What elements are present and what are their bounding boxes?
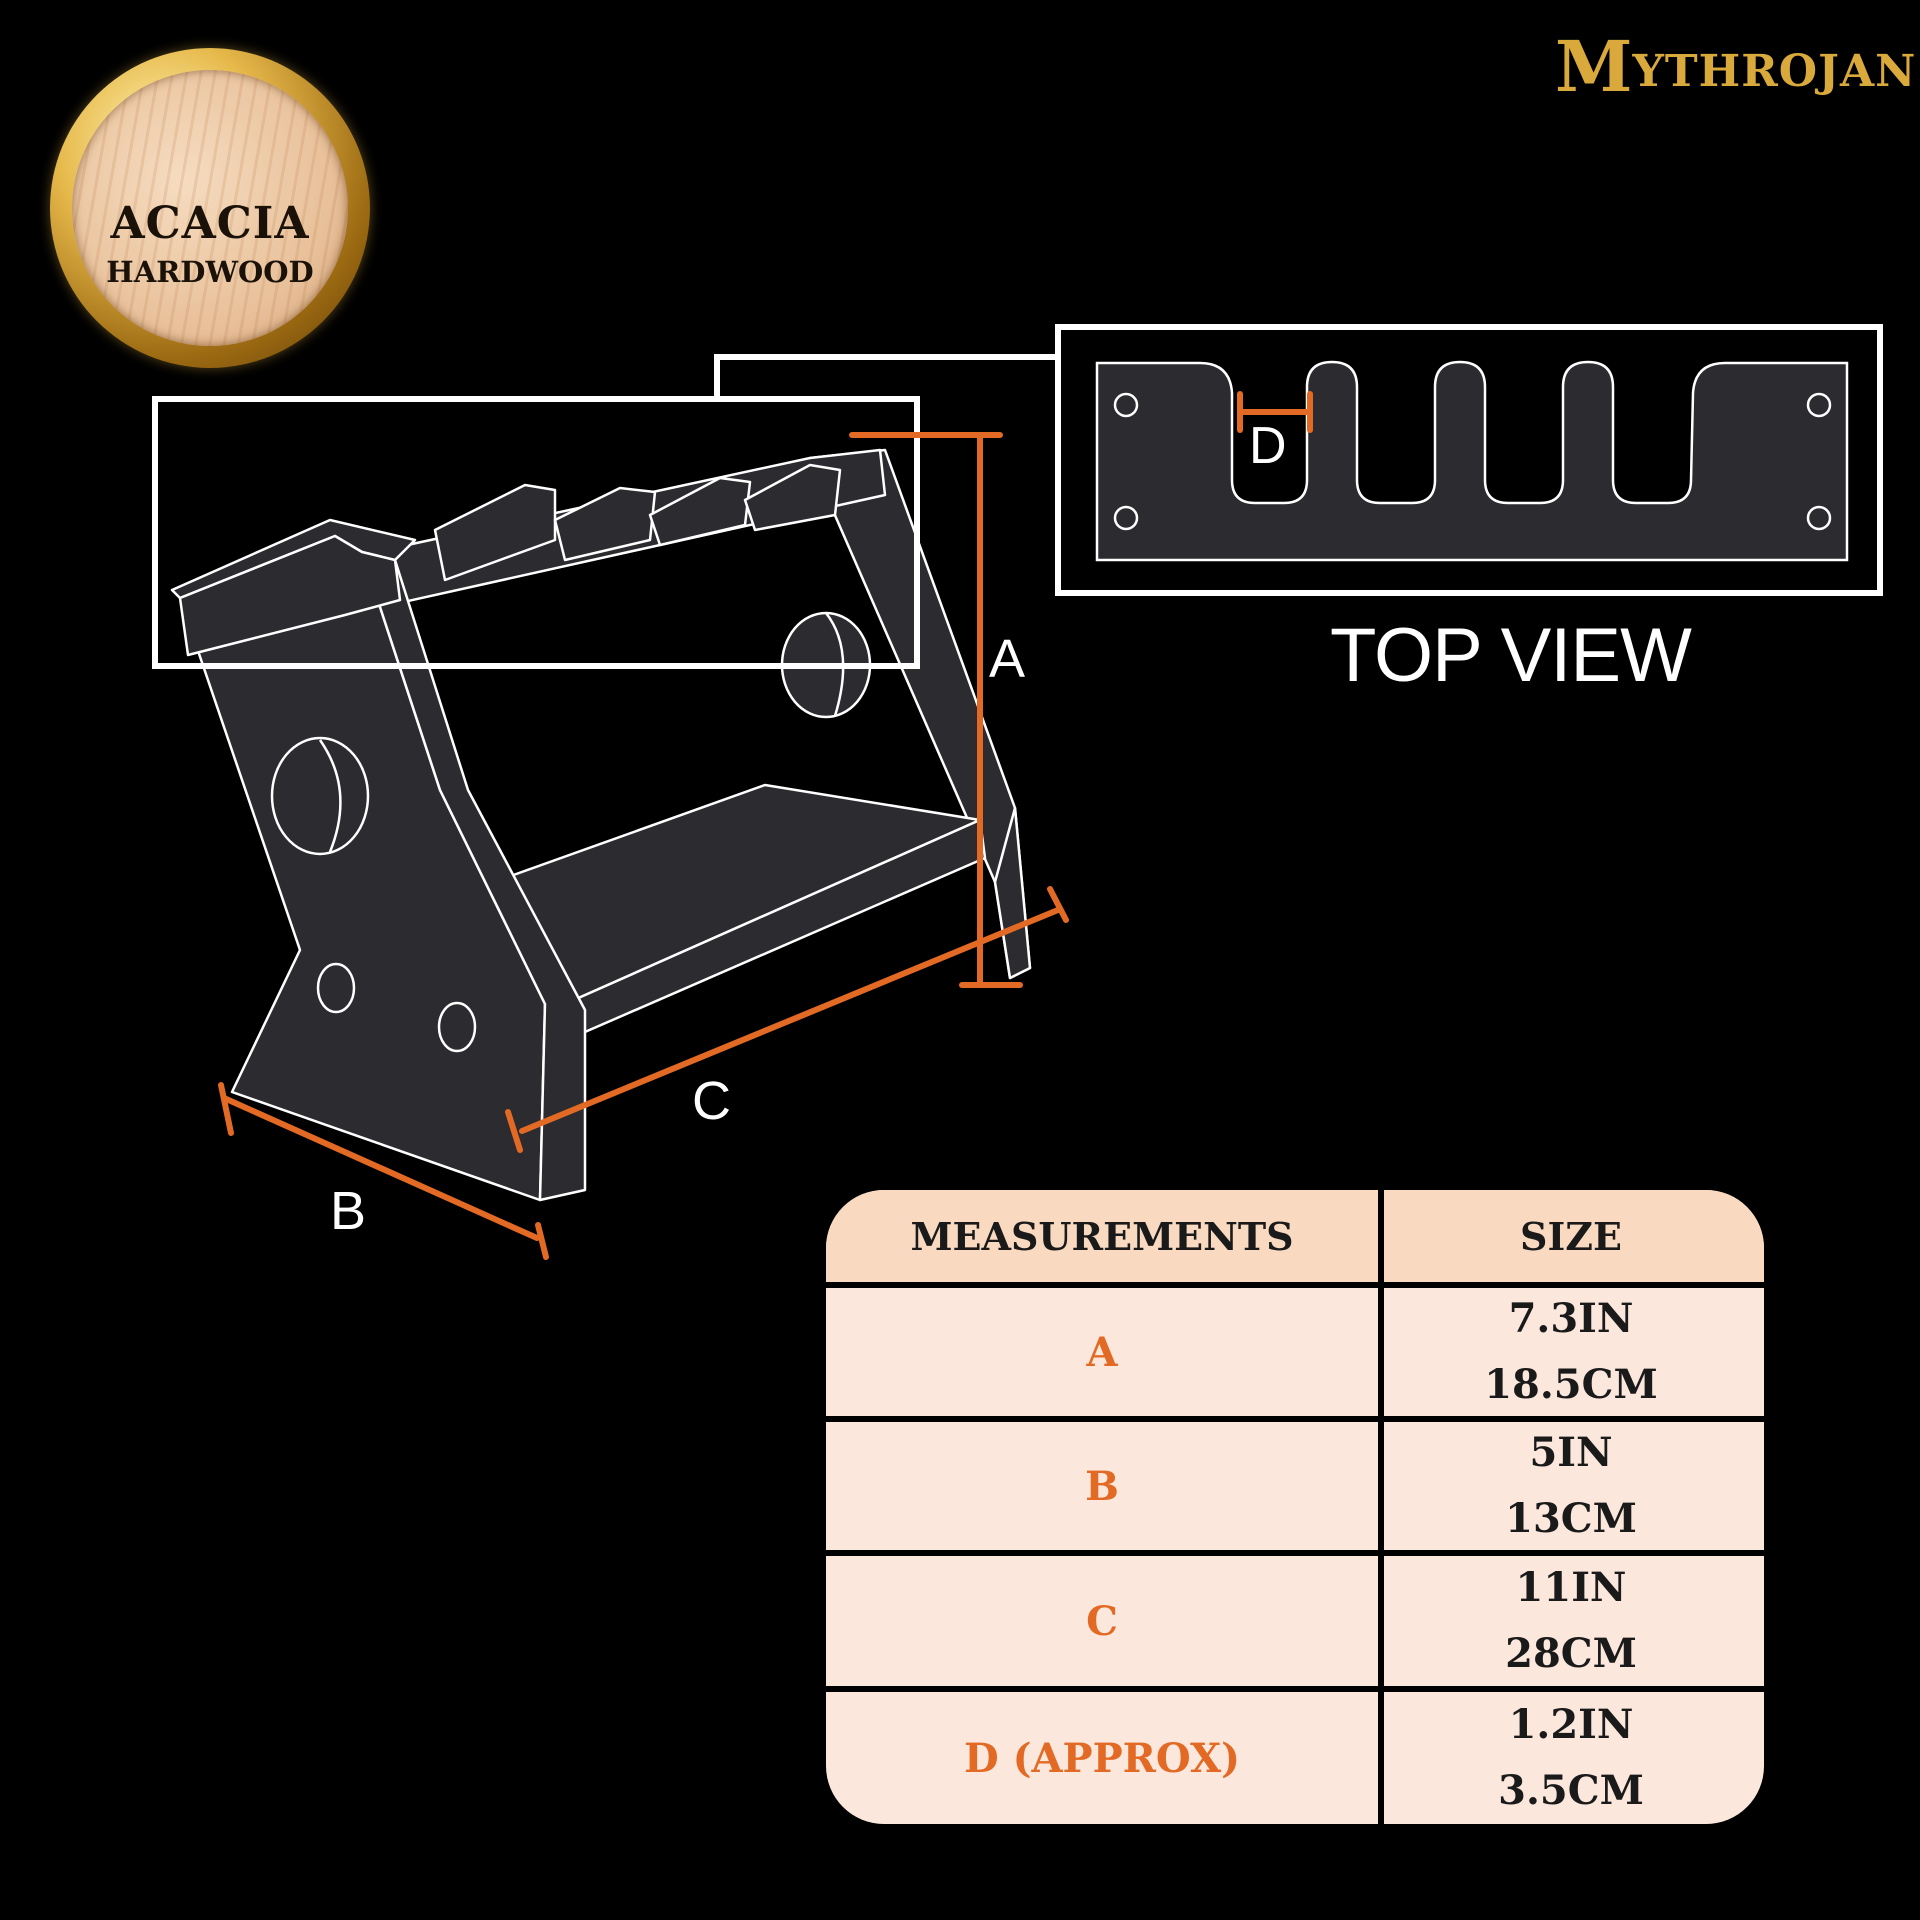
measurement-label: C [1086, 1597, 1118, 1645]
top-view-screw-hole-br [1806, 505, 1832, 531]
header-size: SIZE [1520, 1213, 1622, 1259]
top-view-title: TOP VIEW [1330, 613, 1692, 698]
left-panel-small-hole-1 [316, 962, 356, 1014]
brand-initial: M [1555, 25, 1633, 108]
left-panel-small-hole-2 [437, 1001, 477, 1053]
brand-name: YTHROJAN [1632, 46, 1917, 97]
size-imperial: 5IN [1529, 1429, 1613, 1476]
dimension-d-line [1237, 391, 1313, 433]
row-divider [826, 1686, 1764, 1692]
row-divider [826, 1282, 1764, 1288]
dimension-a-line [849, 432, 1023, 988]
measurement-label: D (APPROX) [963, 1734, 1241, 1782]
table-header-row: MEASUREMENTS SIZE [826, 1190, 1764, 1282]
top-view-screw-hole-bl [1113, 505, 1139, 531]
top-rail-tooth-3 [648, 476, 752, 547]
connector-line [714, 354, 1058, 399]
measurement-label: A [1086, 1328, 1118, 1376]
badge-material-type: HARDWOOD [106, 255, 314, 289]
brand-logo: M YTHROJAN ® [1555, 18, 1920, 102]
row-divider [826, 1416, 1764, 1422]
size-metric: 13CM [1505, 1495, 1637, 1542]
top-rail-tooth-4 [743, 463, 842, 532]
top-view-plate [1095, 360, 1849, 562]
measurement-label: B [1085, 1462, 1119, 1510]
left-panel-big-hole [270, 736, 370, 856]
dimension-lines [218, 391, 1313, 1260]
dimension-label-d: D [1249, 417, 1287, 475]
table-row: B 5IN 13CM [826, 1422, 1764, 1550]
table-row: D (APPROX) 1.2IN 3.5CM [826, 1692, 1764, 1824]
top-view-screw-hole-tl [1113, 392, 1139, 418]
table-row: C 11IN 28CM [826, 1556, 1764, 1686]
top-view-screw-hole-tr [1806, 392, 1832, 418]
top-rail-tooth-1 [433, 483, 557, 582]
size-imperial: 7.3IN [1508, 1295, 1634, 1342]
size-metric: 3.5CM [1498, 1767, 1644, 1814]
acacia-hardwood-badge: ACACIA HARDWOOD [50, 48, 370, 368]
header-measurements: MEASUREMENTS [910, 1213, 1294, 1259]
size-imperial: 11IN [1515, 1564, 1627, 1611]
top-view-frame [1055, 324, 1883, 596]
dimension-label-b: B [330, 1181, 367, 1241]
stand-top-highlight-box [152, 396, 920, 669]
registered-mark: ® [1918, 26, 1920, 42]
size-metric: 18.5CM [1484, 1361, 1658, 1408]
dimension-label-c: C [692, 1071, 731, 1131]
sword-stand-drawing [170, 448, 1032, 1202]
bottom-shelf [503, 783, 982, 1017]
top-view-outline [1095, 360, 1849, 562]
top-cap-front [178, 534, 402, 657]
badge-wood-face [72, 70, 348, 346]
left-side-panel-edge [360, 550, 587, 1202]
top-view-highlight [152, 324, 1883, 669]
dimension-b-line [218, 1082, 549, 1260]
measurements-table: MEASUREMENTS SIZE A 7.3IN 18.5CM B 5IN 1… [826, 1190, 1764, 1824]
size-imperial: 1.2IN [1508, 1701, 1634, 1748]
table-row: A 7.3IN 18.5CM [826, 1288, 1764, 1416]
dimension-label-a: A [989, 629, 1026, 689]
row-divider [826, 1550, 1764, 1556]
dimension-c-line [505, 886, 1069, 1153]
column-divider [1378, 1190, 1384, 1824]
size-metric: 28CM [1505, 1630, 1637, 1677]
badge-material-name: ACACIA [110, 198, 310, 249]
